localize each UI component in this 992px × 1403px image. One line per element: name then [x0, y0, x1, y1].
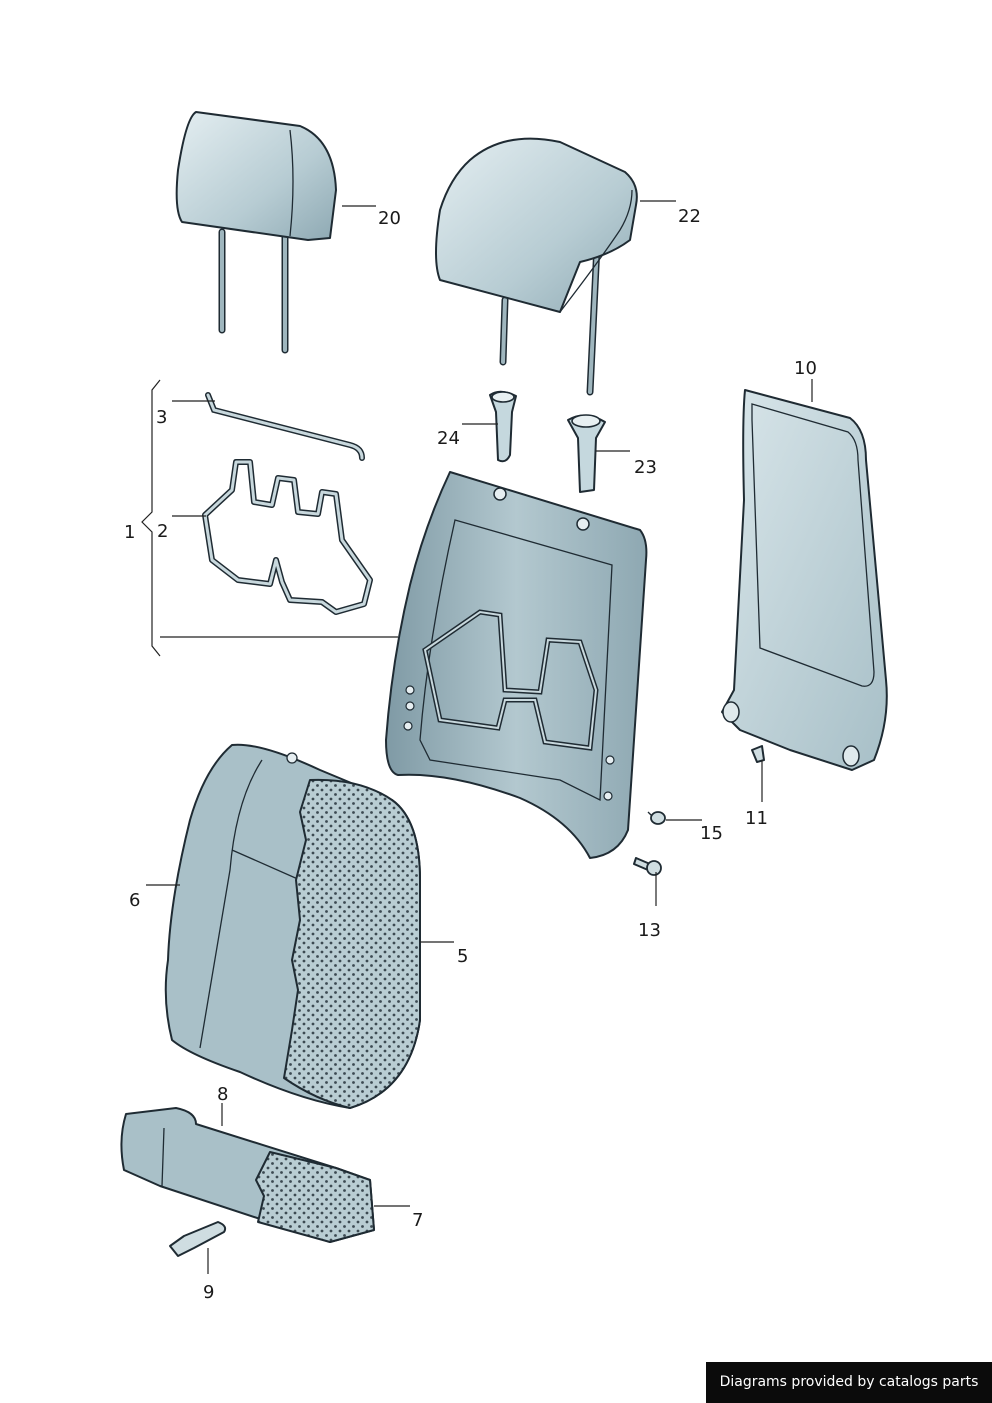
- leader-lines: [146, 200, 813, 1274]
- callout-10: 10: [794, 358, 817, 379]
- screw-11: [751, 745, 765, 763]
- wire-mat-2: [202, 459, 373, 615]
- clip-9: [169, 1221, 227, 1257]
- foam-padding-5: [283, 778, 421, 1109]
- callout-23: 23: [634, 457, 657, 478]
- callout-24: 24: [437, 428, 460, 449]
- screw-15: [647, 811, 666, 825]
- callout-2: 2: [157, 521, 168, 542]
- wire-rod-3: [205, 392, 365, 461]
- headrest-22: [435, 137, 638, 396]
- callout-13: 13: [638, 920, 661, 941]
- rear-panel-10: [721, 389, 888, 771]
- callout-22: 22: [678, 206, 701, 227]
- guide-sleeve-24: [489, 390, 517, 463]
- callout-8: 8: [217, 1084, 228, 1105]
- side-bolster-foam-7: [255, 1151, 375, 1243]
- callout-3: 3: [156, 407, 167, 428]
- group-bracket-1: [141, 379, 161, 657]
- callout-6: 6: [129, 890, 140, 911]
- callout-7: 7: [412, 1210, 423, 1231]
- backrest-frame-1: [385, 471, 648, 859]
- callout-1: 1: [124, 522, 135, 543]
- credit-badge: Diagrams provided by catalogs parts: [706, 1362, 992, 1403]
- screw-13: [633, 857, 662, 876]
- callout-5: 5: [457, 946, 468, 967]
- guide-sleeve-23: [567, 414, 606, 493]
- callout-20: 20: [378, 208, 401, 229]
- callout-15: 15: [700, 823, 723, 844]
- callout-11: 11: [745, 808, 768, 829]
- callout-9: 9: [203, 1282, 214, 1303]
- headrest-20: [175, 111, 337, 354]
